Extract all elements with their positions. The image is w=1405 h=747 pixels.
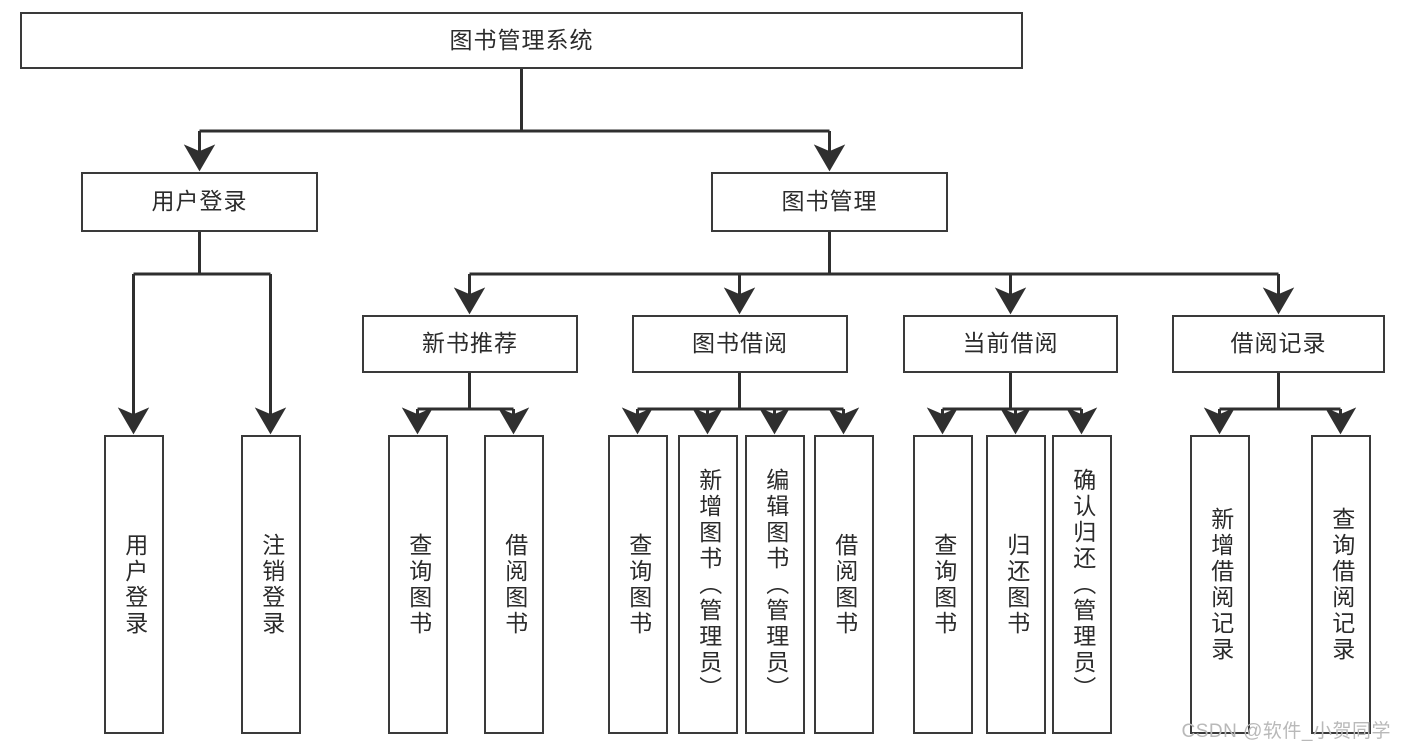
- node-root[interactable]: 图书管理系统: [20, 12, 1023, 69]
- node-leaf-user-logout-label: 注销登录: [258, 532, 285, 637]
- node-leaf-query-book-2-label: 查询图书: [625, 532, 652, 637]
- node-leaf-confirm-return-label: 确认归还（管理员）: [1069, 467, 1096, 702]
- node-book-borrow-label: 图书借阅: [692, 330, 788, 357]
- node-leaf-user-login-label: 用户登录: [121, 532, 148, 637]
- node-current-borrow-label: 当前借阅: [962, 330, 1059, 357]
- node-leaf-query-book-2[interactable]: 查询图书: [608, 435, 668, 734]
- node-current-borrow[interactable]: 当前借阅: [903, 315, 1118, 373]
- node-root-label: 图书管理系统: [449, 26, 594, 53]
- node-leaf-query-book-1-label: 查询图书: [405, 532, 432, 637]
- node-user-login[interactable]: 用户登录: [81, 172, 318, 232]
- node-leaf-query-book-3-label: 查询图书: [930, 532, 957, 637]
- node-leaf-add-book-label: 新增图书（管理员）: [695, 467, 722, 702]
- node-leaf-query-record[interactable]: 查询借阅记录: [1311, 435, 1371, 734]
- node-leaf-user-logout[interactable]: 注销登录: [241, 435, 301, 734]
- node-leaf-user-login[interactable]: 用户登录: [104, 435, 164, 734]
- node-leaf-edit-book-label: 编辑图书（管理员）: [762, 467, 789, 702]
- node-leaf-return-book-label: 归还图书: [1003, 532, 1030, 637]
- node-leaf-borrow-book-2-label: 借阅图书: [831, 532, 858, 637]
- node-new-book-recommend[interactable]: 新书推荐: [362, 315, 578, 373]
- node-leaf-query-record-label: 查询借阅记录: [1328, 506, 1355, 663]
- node-book-manage-label: 图书管理: [781, 188, 878, 215]
- node-leaf-borrow-book-2[interactable]: 借阅图书: [814, 435, 874, 734]
- node-leaf-query-book-1[interactable]: 查询图书: [388, 435, 448, 734]
- node-leaf-add-record-label: 新增借阅记录: [1207, 506, 1234, 663]
- node-leaf-return-book[interactable]: 归还图书: [986, 435, 1046, 734]
- node-leaf-borrow-book-1[interactable]: 借阅图书: [484, 435, 544, 734]
- node-leaf-add-record[interactable]: 新增借阅记录: [1190, 435, 1250, 734]
- node-leaf-borrow-book-1-label: 借阅图书: [501, 532, 528, 637]
- node-user-login-label: 用户登录: [151, 188, 248, 215]
- node-new-book-recommend-label: 新书推荐: [422, 330, 518, 357]
- node-leaf-add-book[interactable]: 新增图书（管理员）: [678, 435, 738, 734]
- node-book-borrow[interactable]: 图书借阅: [632, 315, 848, 373]
- node-leaf-edit-book[interactable]: 编辑图书（管理员）: [745, 435, 805, 734]
- node-borrow-record-label: 借阅记录: [1230, 330, 1327, 357]
- node-book-manage[interactable]: 图书管理: [711, 172, 948, 232]
- node-leaf-confirm-return[interactable]: 确认归还（管理员）: [1052, 435, 1112, 734]
- node-leaf-query-book-3[interactable]: 查询图书: [913, 435, 973, 734]
- node-borrow-record[interactable]: 借阅记录: [1172, 315, 1385, 373]
